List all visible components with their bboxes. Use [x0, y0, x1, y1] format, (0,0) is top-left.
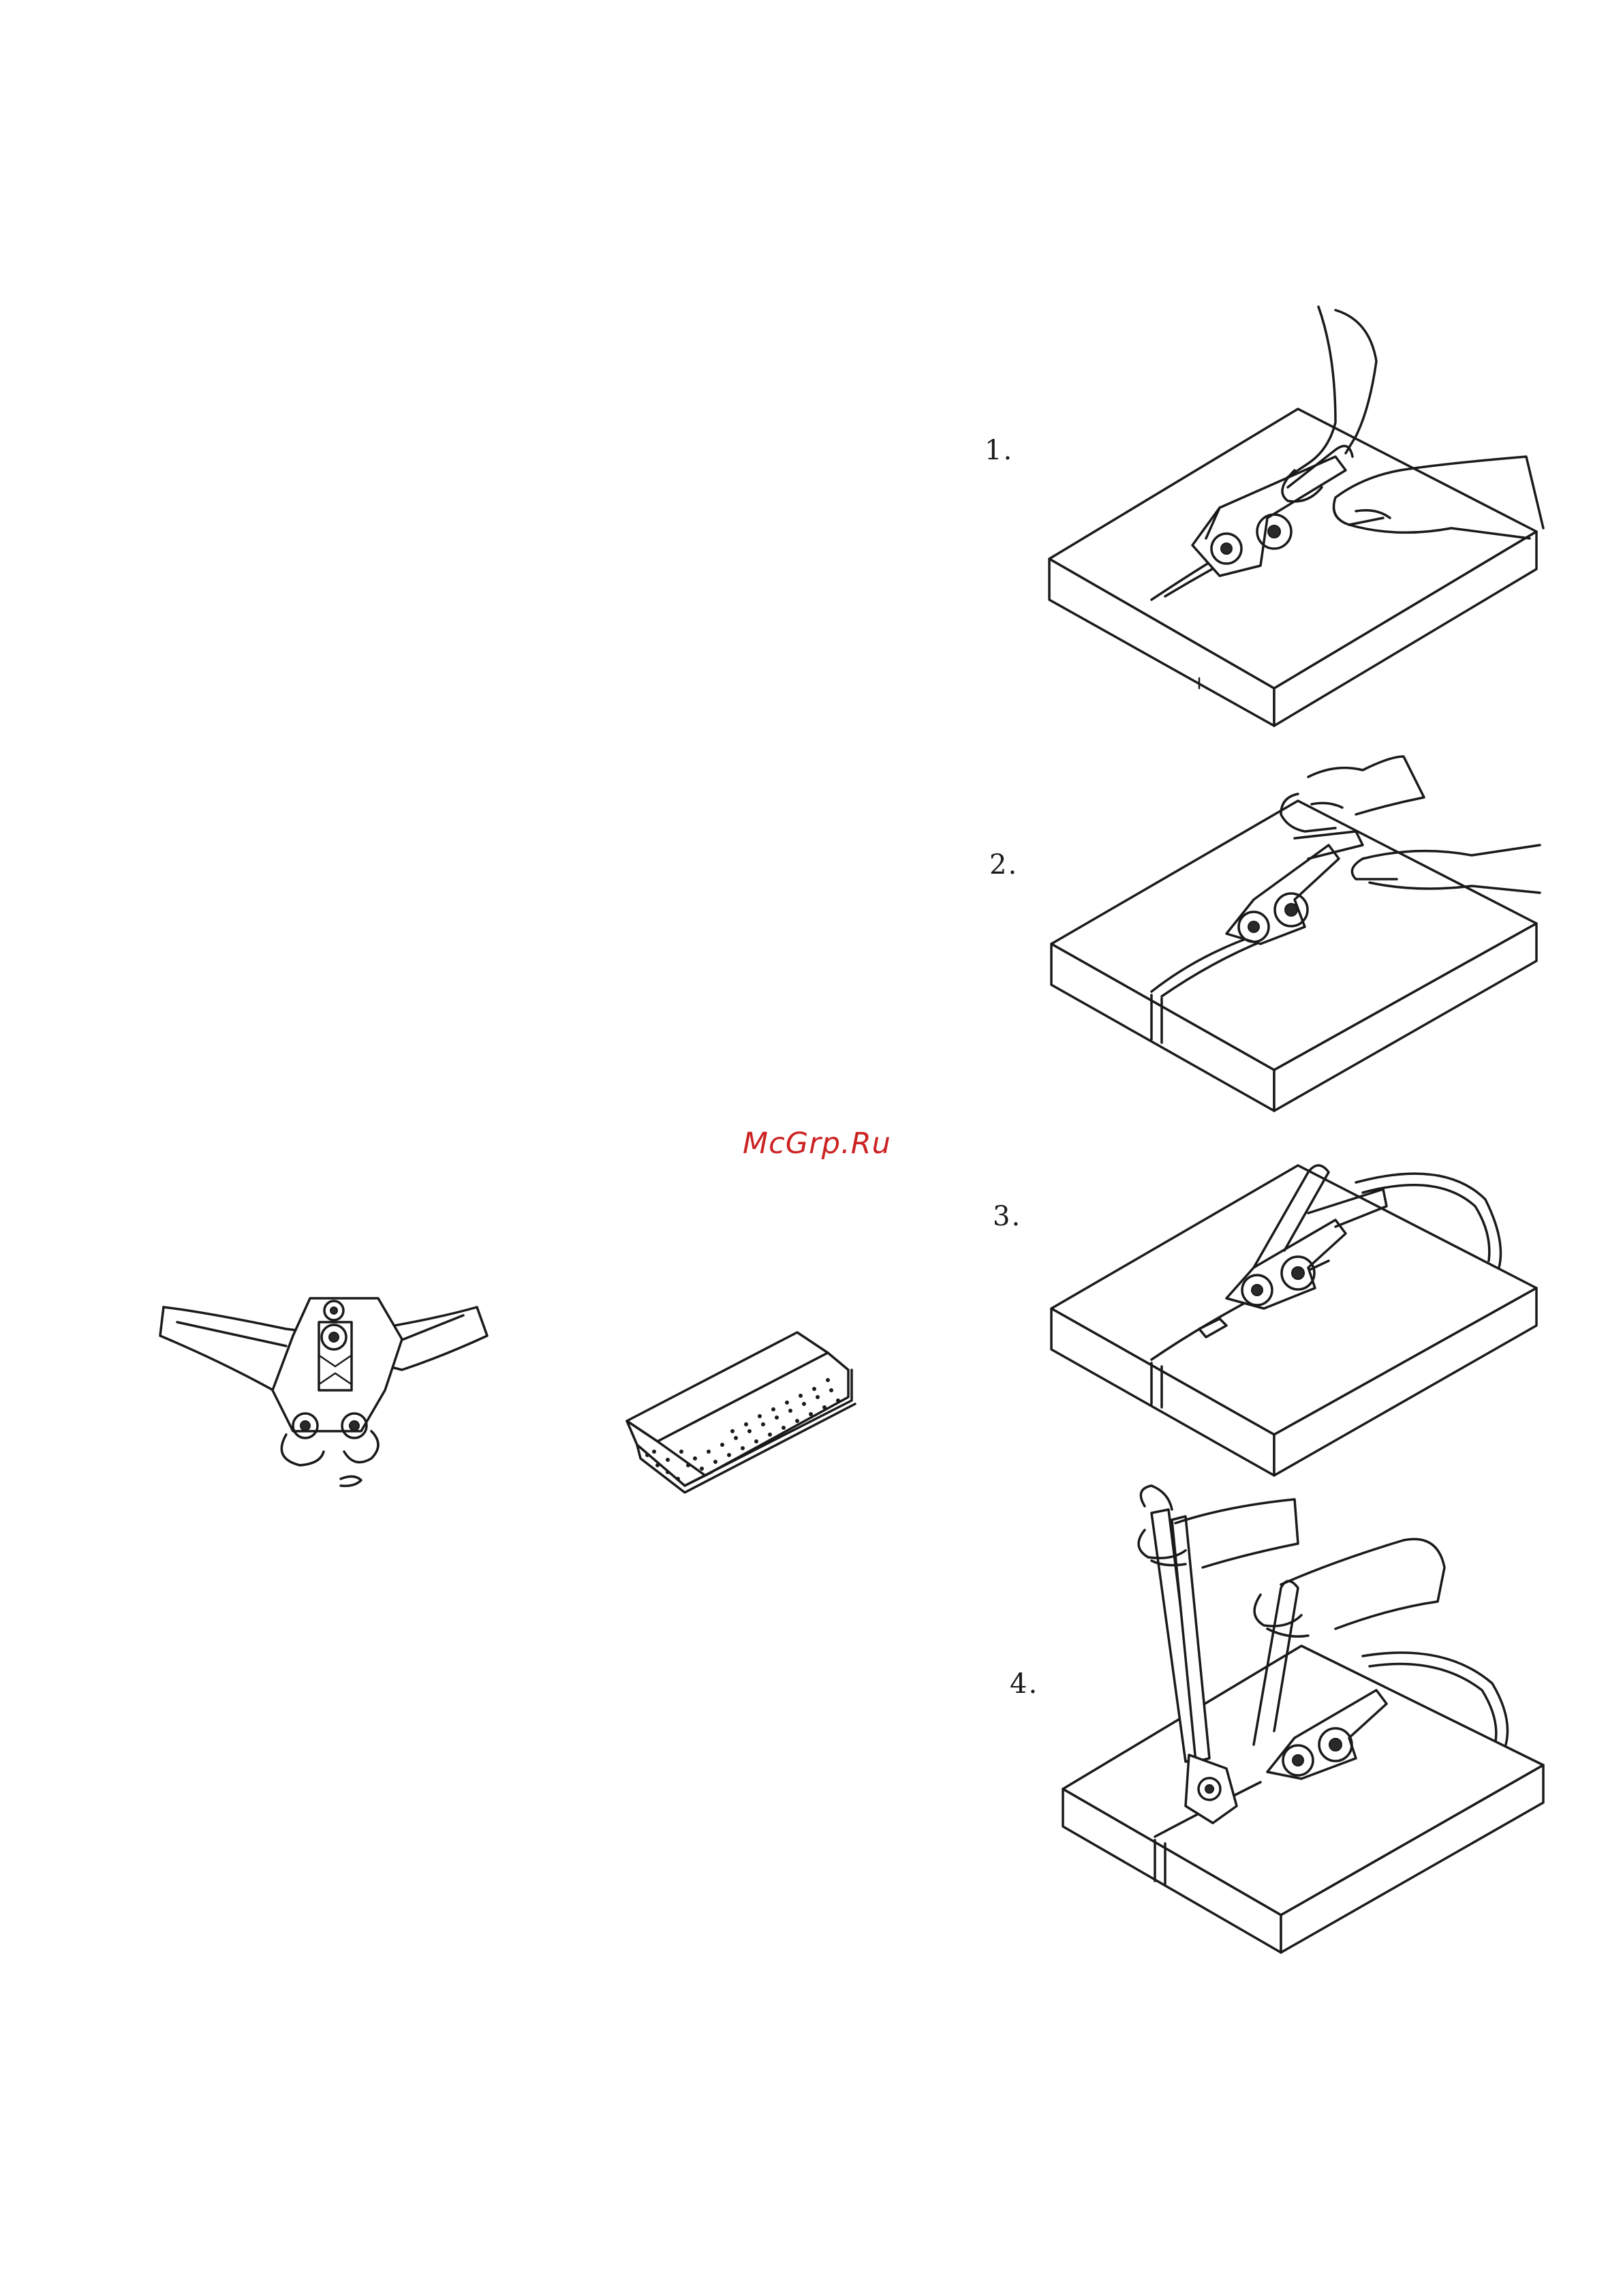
- step-3-label: 3.: [993, 1201, 1021, 1232]
- step-4-label: 4.: [1010, 1668, 1038, 1700]
- step-2-label: 2.: [989, 849, 1018, 881]
- step-1-label: 1.: [985, 435, 1013, 466]
- watermark-text: McGrp.Ru: [743, 1127, 891, 1161]
